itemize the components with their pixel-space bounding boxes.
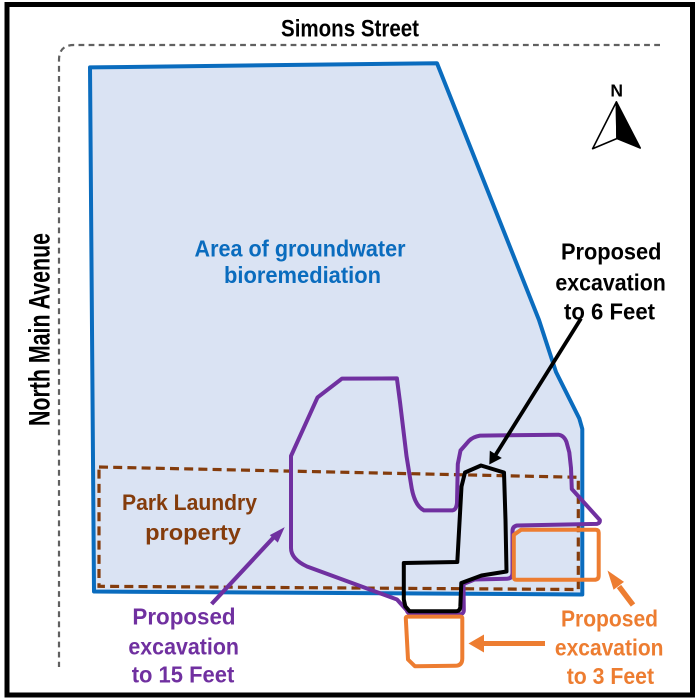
svg-text:N: N <box>610 81 623 101</box>
svg-text:Park Laundry: Park Laundry <box>122 490 258 515</box>
svg-text:North Main Avenue: North Main Avenue <box>24 233 57 426</box>
svg-text:excavation: excavation <box>128 634 239 660</box>
svg-text:excavation: excavation <box>555 635 664 661</box>
svg-text:to 15 Feet: to 15 Feet <box>132 662 235 688</box>
svg-text:Proposed: Proposed <box>561 606 658 632</box>
svg-text:to 3 Feet: to 3 Feet <box>567 663 655 689</box>
svg-text:bioremediation: bioremediation <box>224 262 381 288</box>
svg-text:Proposed: Proposed <box>132 604 235 630</box>
svg-text:property: property <box>145 520 242 545</box>
svg-text:excavation: excavation <box>555 269 666 295</box>
svg-text:Proposed: Proposed <box>561 239 662 265</box>
svg-text:Area of groundwater: Area of groundwater <box>195 236 406 262</box>
svg-text:Simons Street: Simons Street <box>281 16 419 43</box>
svg-text:to 6 Feet: to 6 Feet <box>564 298 655 324</box>
